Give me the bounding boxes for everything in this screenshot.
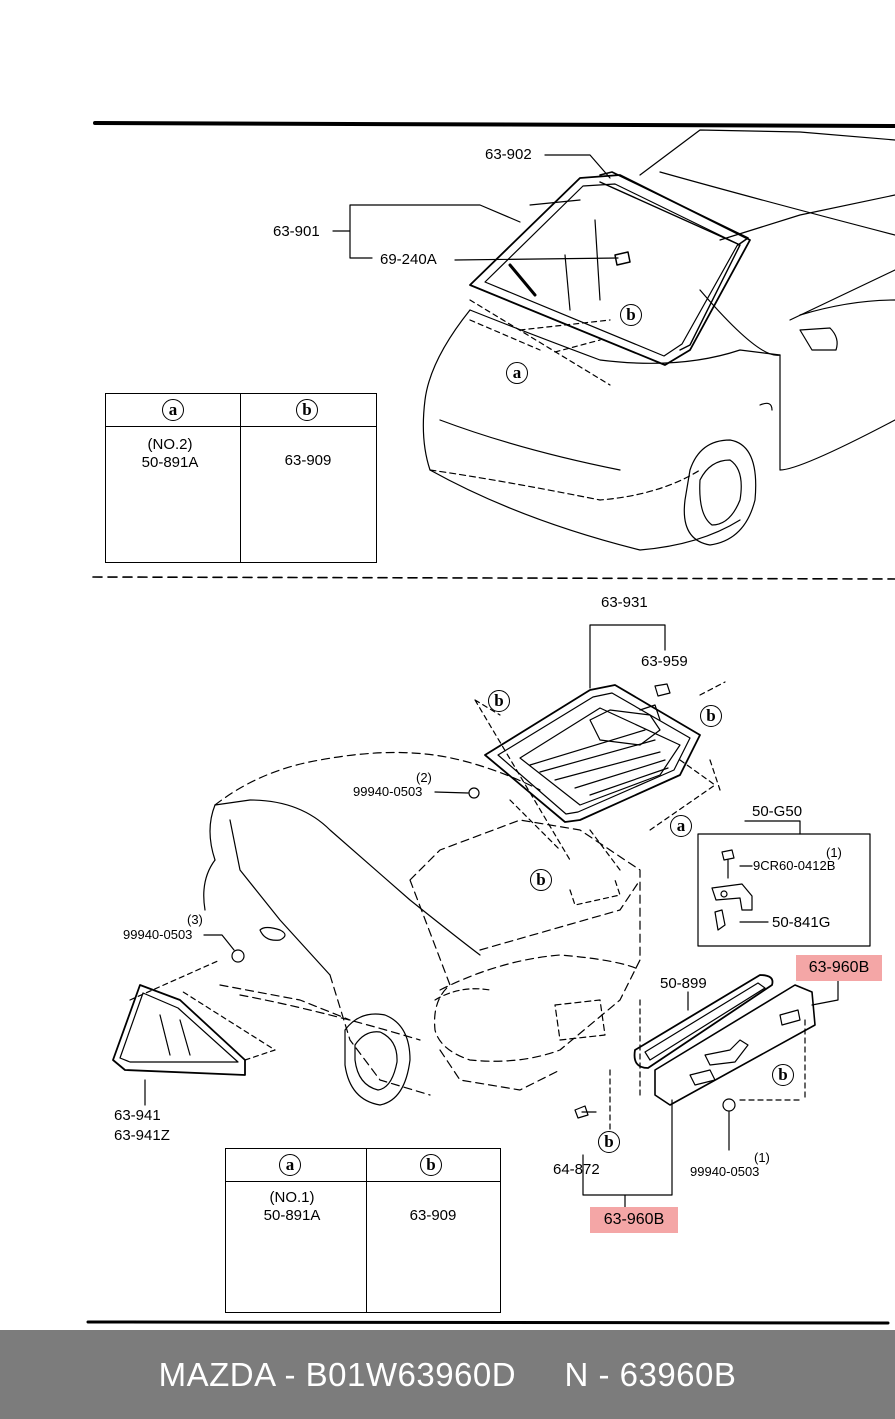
label-screw-3: 99940-0503 (123, 927, 193, 942)
legend-bottom-part-a: 50-891A (263, 1207, 321, 1224)
footer-n-label: N (564, 1356, 589, 1393)
bracket-icon (711, 883, 753, 931)
clip-64-872 (574, 1105, 597, 1119)
rear-weatherstrip (633, 974, 774, 1069)
label-clip: 64-872 (553, 1161, 600, 1178)
label-rear-glass-part: 63-959 (641, 653, 688, 670)
leader-63-901 (332, 204, 521, 259)
footer-brand: MAZDA (158, 1356, 275, 1393)
rear-glass-guides (474, 681, 726, 871)
legend-top-qty-a: (NO.2) (147, 436, 193, 453)
label-bracket-set: 50-G50 (752, 803, 803, 820)
legend-bottom-part-b: 63-909 (409, 1207, 457, 1224)
marker-b-windshield: b (620, 304, 642, 326)
legend-top-part-a: 50-891A (141, 454, 199, 471)
footer-oem-number: B01W63960D (305, 1356, 517, 1393)
label-screw-1: 99940-0503 (690, 1164, 760, 1179)
label-garnish-top: 63-960B (808, 959, 870, 976)
legend-top-head-b: b (296, 399, 318, 421)
legend-top-divider (240, 394, 241, 562)
windshield (469, 171, 751, 366)
front-car-outline (422, 129, 895, 551)
top-rule (93, 121, 895, 128)
quarter-guides (129, 959, 276, 1061)
label-windshield-assy: 63-901 (273, 223, 320, 240)
label-screw-2: 99940-0503 (353, 784, 423, 799)
parts-diagram (86, 121, 895, 1325)
leader-69-240A (454, 257, 619, 261)
highlight-garnish-top: 63-960B (796, 955, 882, 981)
rear-car-outline (203, 751, 641, 1106)
bracket-set-box (697, 833, 871, 947)
rear-glass (484, 683, 701, 823)
legend-bottom-divider (366, 1149, 367, 1312)
legend-bottom-head-a: a (279, 1154, 301, 1176)
garnish-guides (609, 999, 806, 1151)
footer-banner: MAZDA - B01W63960D N - 63960B (0, 1330, 895, 1419)
legend-table-top: a b (NO.2) 50-891A 63-909 (105, 393, 377, 563)
marker-b-rear-bottom: b (530, 869, 552, 891)
legend-bottom-header-row (226, 1149, 500, 1182)
label-screw-2-qty: (2) (416, 770, 432, 785)
leader-63-902 (544, 154, 611, 179)
leader-63-960B-bottom (582, 1099, 673, 1211)
label-quarter-glass: 63-941 (114, 1107, 161, 1124)
screw-2 (468, 787, 480, 799)
screw-1 (722, 1098, 736, 1112)
leader-screw-3 (203, 934, 235, 951)
label-rear-glass: 63-931 (601, 594, 648, 611)
leader-63-931 (589, 624, 666, 689)
bolt-icon (721, 849, 735, 879)
marker-b-rear-right: b (700, 705, 722, 727)
legend-bottom-head-b: b (420, 1154, 442, 1176)
label-screw-1-qty: (1) (754, 1150, 770, 1165)
label-windshield-seal: 63-902 (485, 146, 532, 163)
marker-b-rear-left: b (488, 690, 510, 712)
footer-separator: - (274, 1356, 306, 1393)
label-bracket: 50-841G (772, 914, 831, 931)
legend-table-bottom: a b (NO.1) 50-891A 63-909 (225, 1148, 501, 1313)
footer-diagram-number: 63960B (619, 1356, 737, 1393)
footer-gap (516, 1356, 564, 1393)
leader-50-G50 (744, 820, 801, 835)
rear-garnish (654, 984, 816, 1106)
legend-top-part-b: 63-909 (284, 452, 332, 469)
legend-bottom-qty-a: (NO.1) (269, 1189, 315, 1206)
screw-3 (231, 949, 245, 963)
marker-a-rear: a (670, 815, 692, 837)
marker-b-garnish-right: b (772, 1064, 794, 1086)
label-bolt: 9CR60-0412B (753, 858, 836, 873)
legend-top-header-row (106, 394, 376, 427)
label-garnish-bottom: 63-960B (603, 1211, 665, 1228)
label-windshield-tag: 69-240A (380, 251, 437, 268)
section-divider (92, 576, 895, 580)
legend-top-head-a: a (162, 399, 184, 421)
clip-guide-lines (469, 299, 611, 386)
label-weatherstrip: 50-899 (660, 975, 707, 992)
highlight-garnish-bottom: 63-960B (590, 1207, 678, 1233)
footer-separator-2: - (588, 1356, 620, 1393)
bottom-rule (86, 1320, 890, 1325)
leader-screw-2 (434, 791, 469, 794)
leader-63-960B-top (811, 980, 839, 1006)
label-screw-3-qty: (3) (187, 912, 203, 927)
marker-b-garnish-left: b (598, 1131, 620, 1153)
label-bolt-qty: (1) (826, 845, 842, 860)
label-quarter-glass-z: 63-941Z (114, 1127, 170, 1144)
marker-a-windshield: a (506, 362, 528, 384)
